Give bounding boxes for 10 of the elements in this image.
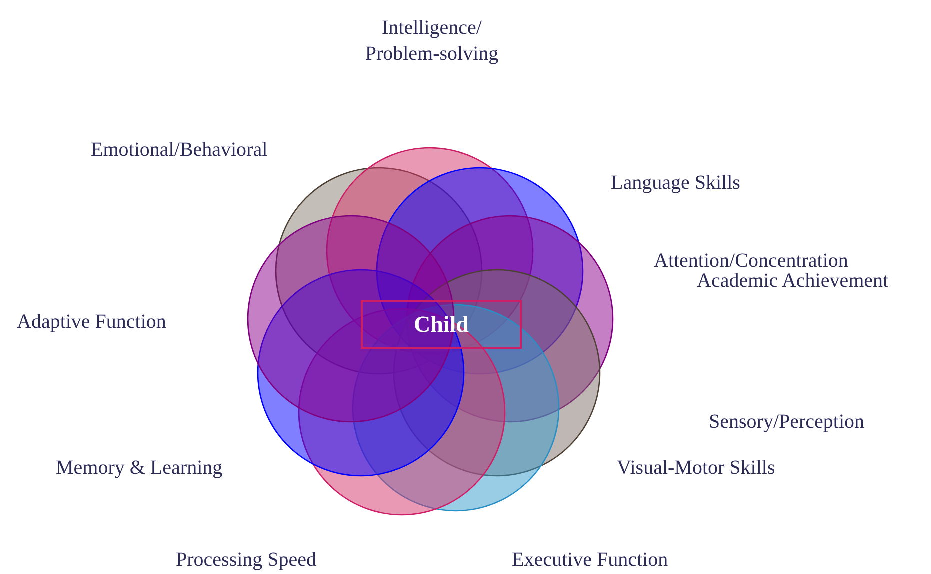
category-label: Executive Function [512, 548, 668, 573]
category-label: Intelligence/ Problem-solving [364, 16, 500, 67]
category-label: Emotional/Behavioral [91, 138, 268, 163]
category-label: Visual-Motor Skills [617, 456, 776, 481]
category-label: Memory & Learning [56, 456, 223, 481]
category-label: Processing Speed [176, 548, 317, 573]
center-box: Child [361, 300, 522, 349]
category-label: Language Skills [611, 171, 740, 196]
category-label: Adaptive Function [17, 310, 166, 335]
category-label: Sensory/Perception [709, 410, 865, 435]
